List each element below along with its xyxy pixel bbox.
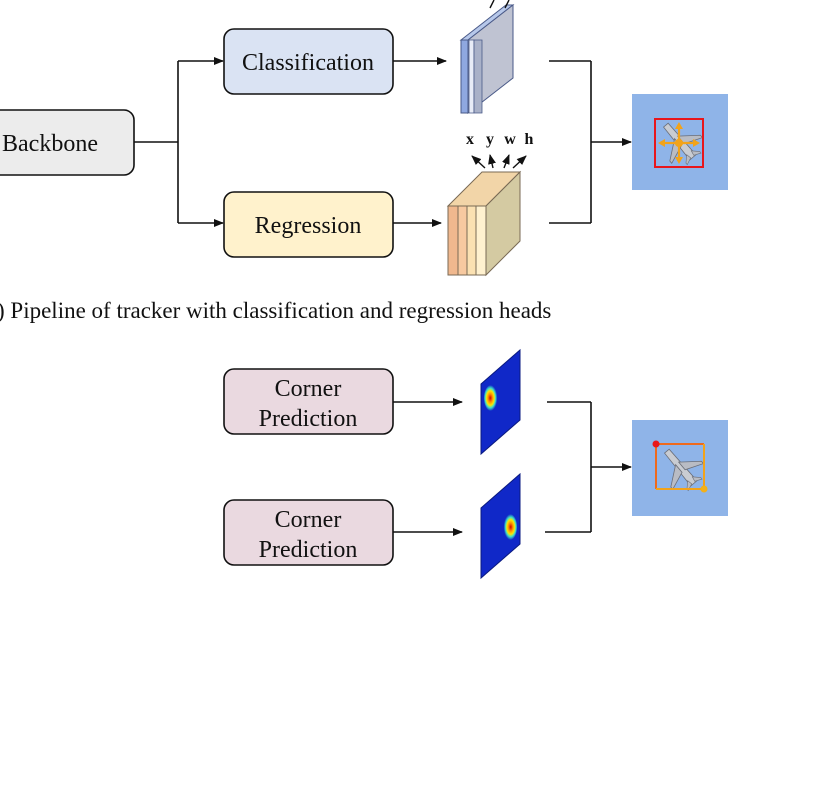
backbone-split-connector (134, 57, 224, 227)
regression-output-y: y (486, 131, 494, 148)
corner-prediction-top: Corner Prediction (223, 368, 394, 435)
backbone-label: Backbone (2, 131, 98, 157)
corner-bottom-label-line2: Prediction (259, 537, 358, 563)
corner-heatmap-bottom (480, 472, 521, 580)
classification-feature-map (459, 0, 515, 115)
corner-top-label-line2: Prediction (259, 406, 358, 432)
regression-output-x: x (466, 131, 474, 148)
airplane-tracking-result-icon (632, 94, 728, 190)
top-merge-connector (549, 60, 632, 224)
regression-output-w: w (504, 131, 516, 148)
classification-label: Classification (242, 50, 374, 76)
corner-prediction-bottom: Corner Prediction (223, 499, 394, 566)
corner-bottom-label-line1: Corner (275, 507, 342, 533)
corner-heatmap-top (480, 348, 521, 456)
regression-feature-map: x y w h (446, 131, 534, 277)
classification-head: Classification (223, 28, 394, 95)
corner-top-label-line1: Corner (275, 376, 342, 402)
airplane-corner-result-icon (632, 420, 728, 516)
regression-head: Regression (223, 191, 394, 258)
backbone-block: Backbone (0, 109, 135, 176)
regression-output-h: h (525, 131, 534, 148)
bottom-merge-connector (545, 401, 632, 533)
regression-label: Regression (255, 213, 362, 239)
pipeline-caption: ) Pipeline of tracker with classificatio… (0, 298, 551, 323)
